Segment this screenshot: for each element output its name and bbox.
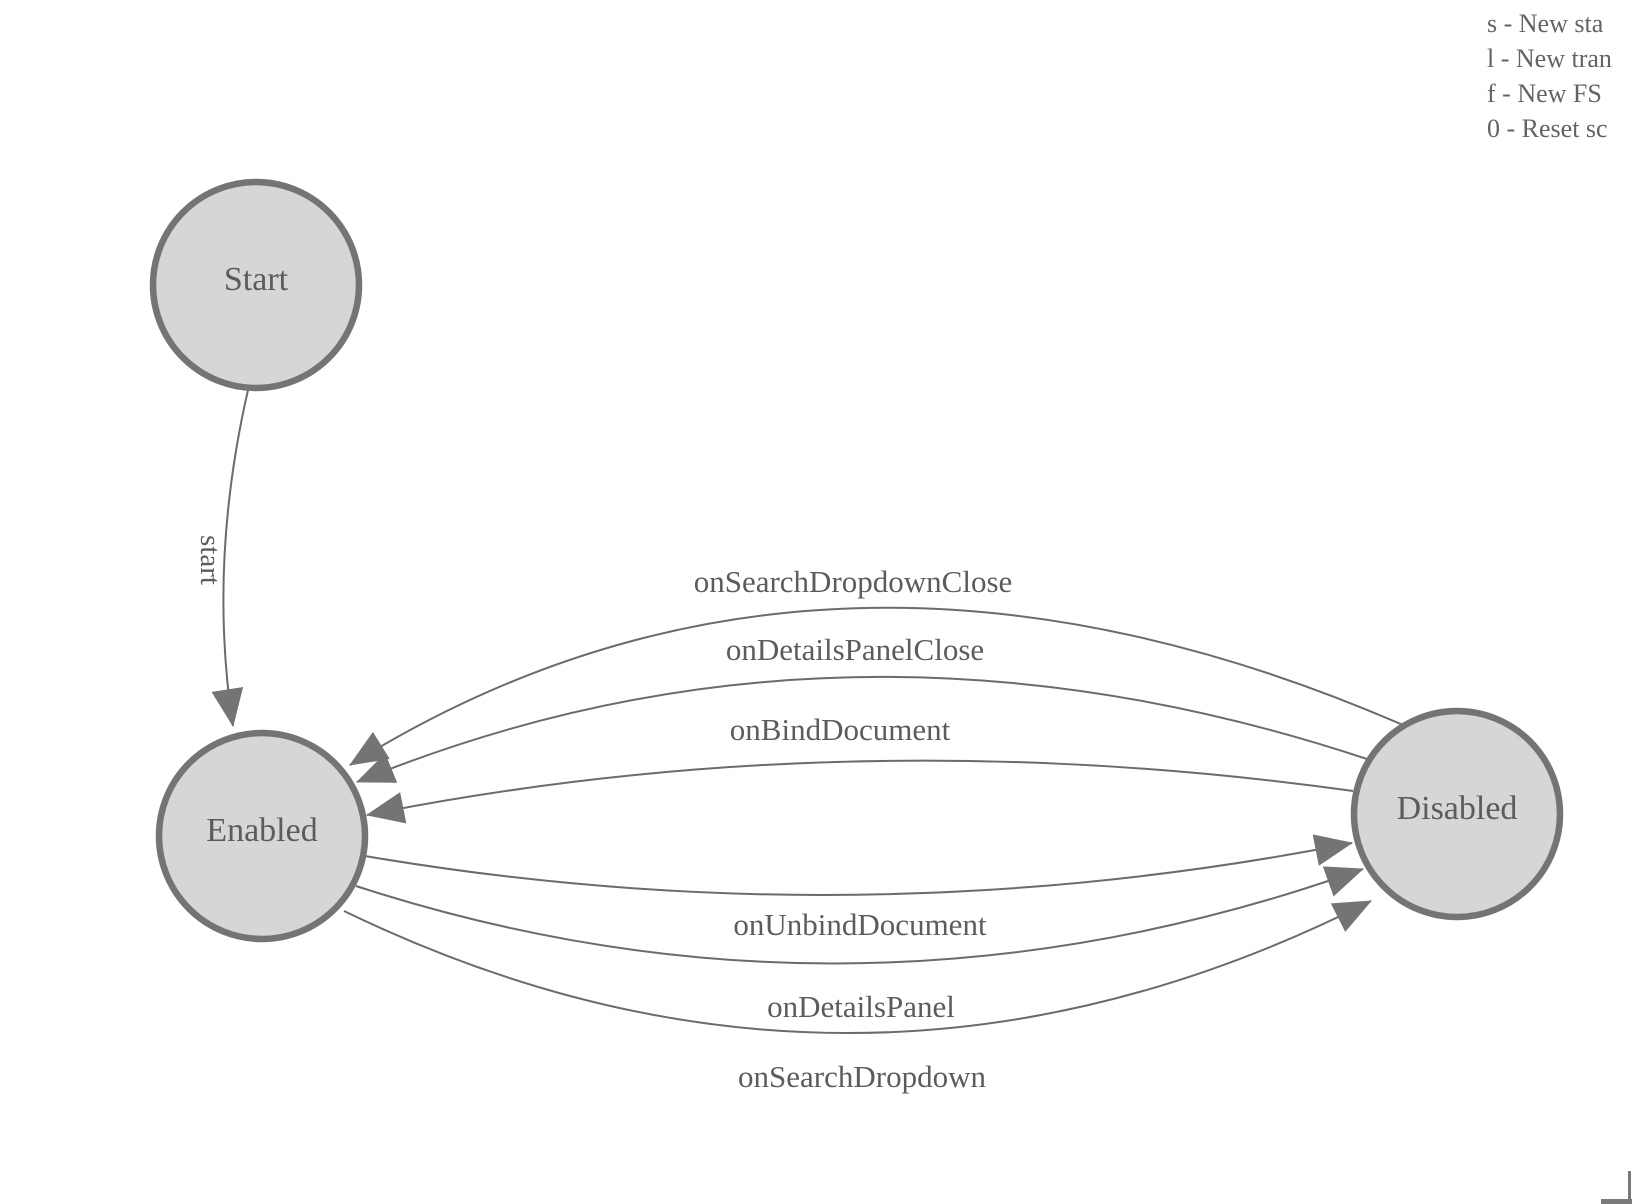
shortcut-legend: s - New sta l - New tran f - New FS 0 - … — [1487, 6, 1612, 146]
transition-label-onSearchDropdownClose: onSearchDropdownClose — [694, 564, 1013, 599]
legend-line-new-state: s - New sta — [1487, 9, 1604, 38]
transition-edge-onSearchDropdownClose[interactable] — [349, 606, 1404, 766]
state-node-disabled[interactable] — [1350, 707, 1564, 921]
legend-line-new-fsm: f - New FS — [1487, 79, 1602, 108]
transition-label-onDetailsPanelClose: onDetailsPanelClose — [726, 632, 984, 667]
state-label-disabled: Disabled — [1397, 790, 1518, 827]
transition-label-onDetailsPanel: onDetailsPanel — [767, 989, 955, 1024]
transition-edge-start[interactable] — [211, 389, 249, 727]
corner-frame-fragment-horizontal — [1601, 1199, 1632, 1204]
legend-line-new-transition: l - New tran — [1487, 44, 1612, 73]
transition-edge-onUnbindDocument[interactable] — [364, 834, 1353, 896]
state-label-enabled: Enabled — [206, 812, 317, 849]
state-node-start[interactable] — [149, 178, 363, 392]
transition-edge-onBindDocument[interactable] — [366, 759, 1354, 824]
state-node-enabled[interactable] — [155, 729, 369, 943]
transition-label-onBindDocument: onBindDocument — [730, 712, 951, 747]
transition-edge-onDetailsPanel[interactable] — [355, 866, 1364, 965]
transition-edge-onDetailsPanelClose[interactable] — [356, 675, 1368, 783]
corner-frame-fragment-vertical — [1628, 1171, 1631, 1204]
state-label-start: Start — [224, 261, 289, 298]
transition-edge-onSearchDropdown[interactable] — [343, 900, 1372, 1034]
transition-label-onSearchDropdown: onSearchDropdown — [738, 1059, 986, 1094]
transition-label-onUnbindDocument: onUnbindDocument — [733, 907, 987, 942]
transition-label-start: start — [194, 535, 226, 585]
legend-line-reset-scale: 0 - Reset sc — [1487, 114, 1608, 143]
